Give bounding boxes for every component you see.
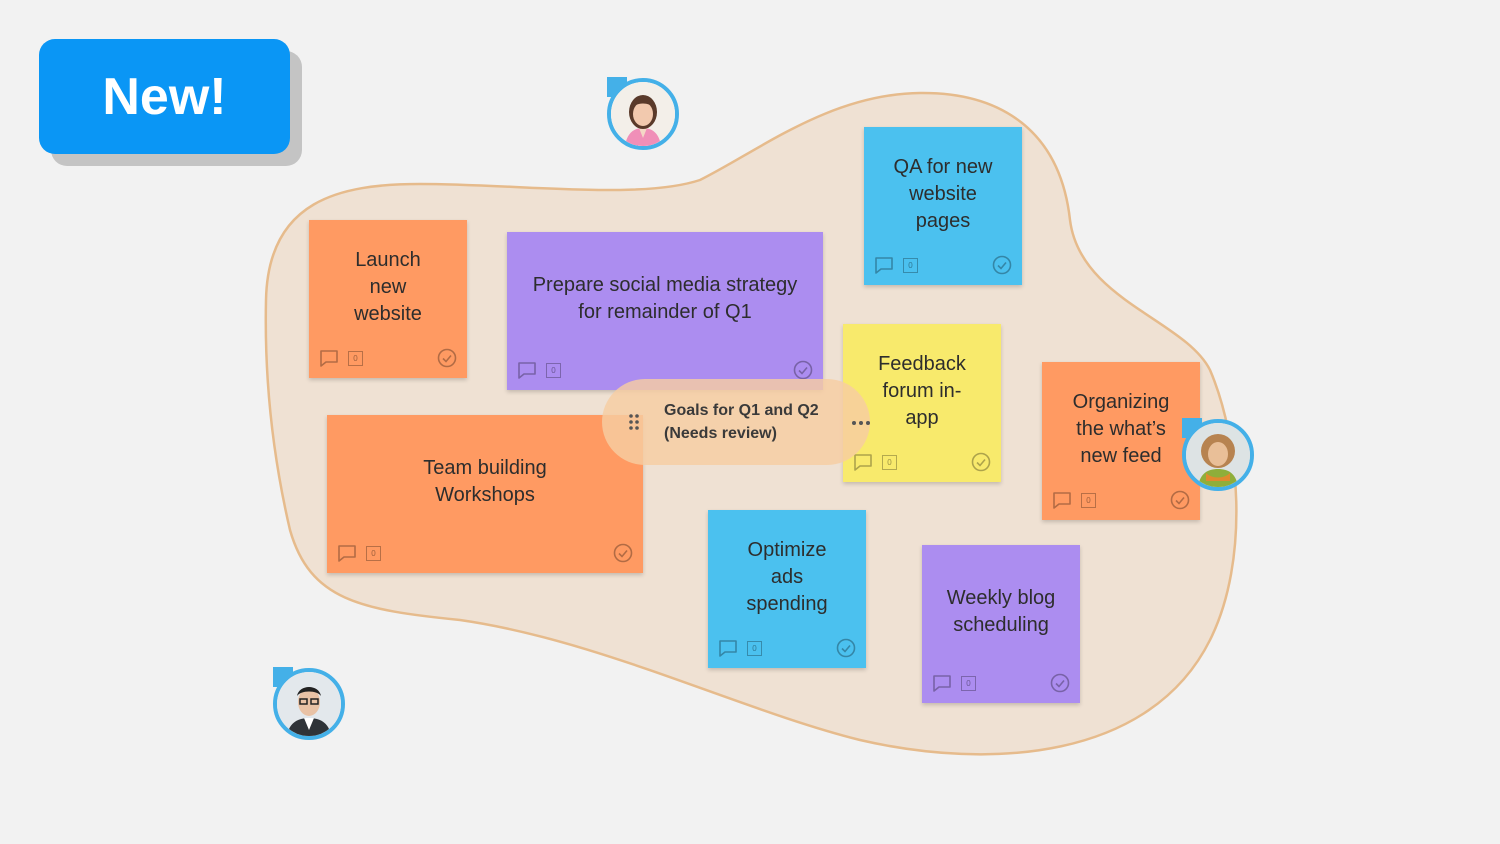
avatar-woman-curly[interactable] bbox=[1182, 419, 1254, 491]
comment-icon[interactable] bbox=[718, 639, 738, 657]
note-text: Organizing the what’s new feed bbox=[1072, 390, 1170, 467]
comment-icon[interactable] bbox=[517, 361, 537, 379]
check-circle-icon[interactable] bbox=[1170, 490, 1190, 510]
comment-icon[interactable] bbox=[932, 674, 952, 692]
group-title: Goals for Q1 and Q2 (Needs review) bbox=[664, 402, 819, 442]
comment-icon[interactable] bbox=[319, 349, 339, 367]
note-text: Team building Workshops bbox=[423, 457, 547, 506]
comment-icon[interactable] bbox=[853, 453, 873, 471]
note-text: Weekly blog scheduling bbox=[946, 587, 1056, 636]
sticky-note-blog[interactable]: Weekly blog scheduling 0 bbox=[922, 545, 1080, 703]
avatar-image bbox=[277, 672, 341, 736]
sticky-note-qa[interactable]: QA for new website pages 0 bbox=[864, 127, 1022, 285]
comment-icon[interactable] bbox=[1052, 491, 1072, 509]
avatar-woman-pink[interactable] bbox=[607, 78, 679, 150]
counter-icon: 0 bbox=[882, 454, 897, 470]
avatar-man-glasses[interactable] bbox=[273, 668, 345, 740]
sticky-note-team[interactable]: Team building Workshops 0 bbox=[327, 415, 643, 573]
counter-icon: 0 bbox=[747, 640, 762, 656]
sticky-note-feedback[interactable]: Feedback forum in-app 0 bbox=[843, 324, 1001, 482]
note-text: Prepare social media strategy for remain… bbox=[532, 274, 798, 323]
check-circle-icon[interactable] bbox=[1050, 673, 1070, 693]
comment-icon[interactable] bbox=[337, 544, 357, 562]
drag-handle-icon[interactable] bbox=[628, 413, 640, 431]
note-text: Optimize ads spending bbox=[746, 538, 828, 615]
note-text: QA for new website pages bbox=[893, 155, 993, 232]
sticky-note-launch[interactable]: Launch new website 0 bbox=[309, 220, 467, 378]
note-text: Launch new website bbox=[354, 248, 422, 325]
sticky-note-ads[interactable]: Optimize ads spending 0 bbox=[708, 510, 866, 668]
counter-icon: 0 bbox=[903, 257, 918, 273]
counter-icon: 0 bbox=[1081, 492, 1096, 508]
sticky-note-organizing[interactable]: Organizing the what’s new feed 0 bbox=[1042, 362, 1200, 520]
check-circle-icon[interactable] bbox=[437, 348, 457, 368]
counter-icon: 0 bbox=[546, 362, 561, 378]
check-circle-icon[interactable] bbox=[971, 452, 991, 472]
counter-icon: 0 bbox=[961, 675, 976, 691]
counter-icon: 0 bbox=[366, 545, 381, 561]
check-circle-icon[interactable] bbox=[836, 638, 856, 658]
avatar-image bbox=[611, 82, 675, 146]
counter-icon: 0 bbox=[348, 350, 363, 366]
note-text: Feedback forum in-app bbox=[878, 352, 966, 429]
comment-icon[interactable] bbox=[874, 256, 894, 274]
check-circle-icon[interactable] bbox=[613, 543, 633, 563]
sticky-note-social[interactable]: Prepare social media strategy for remain… bbox=[507, 232, 823, 390]
check-circle-icon[interactable] bbox=[793, 360, 813, 380]
group-label[interactable]: Goals for Q1 and Q2 (Needs review) bbox=[602, 379, 870, 465]
new-badge: New! bbox=[39, 39, 290, 154]
check-circle-icon[interactable] bbox=[992, 255, 1012, 275]
more-horizontal-icon[interactable] bbox=[851, 420, 871, 426]
avatar-image bbox=[1186, 423, 1250, 487]
